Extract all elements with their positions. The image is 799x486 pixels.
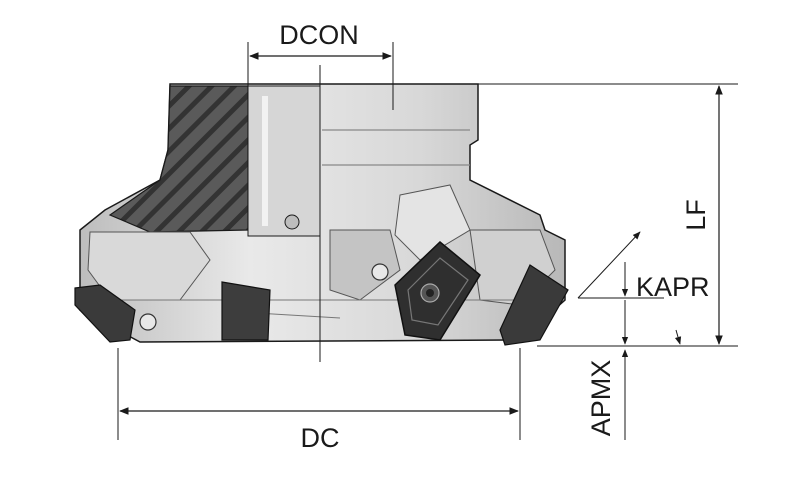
dcon-dimension: DCON: [247, 20, 394, 110]
kapr-label: KAPR: [636, 272, 710, 302]
apmx-label: APMX: [586, 360, 616, 437]
dcon-label: DCON: [279, 20, 359, 50]
inserts: [74, 240, 569, 346]
dc-label: DC: [301, 423, 340, 453]
lf-label: LF: [681, 199, 711, 231]
cutter-body: [79, 83, 566, 343]
lf-dimension: LF: [478, 83, 738, 347]
dc-dimension: DC: [117, 348, 521, 453]
kapr-dimension: KAPR: [577, 231, 710, 345]
apmx-dimension: APMX: [586, 300, 629, 440]
